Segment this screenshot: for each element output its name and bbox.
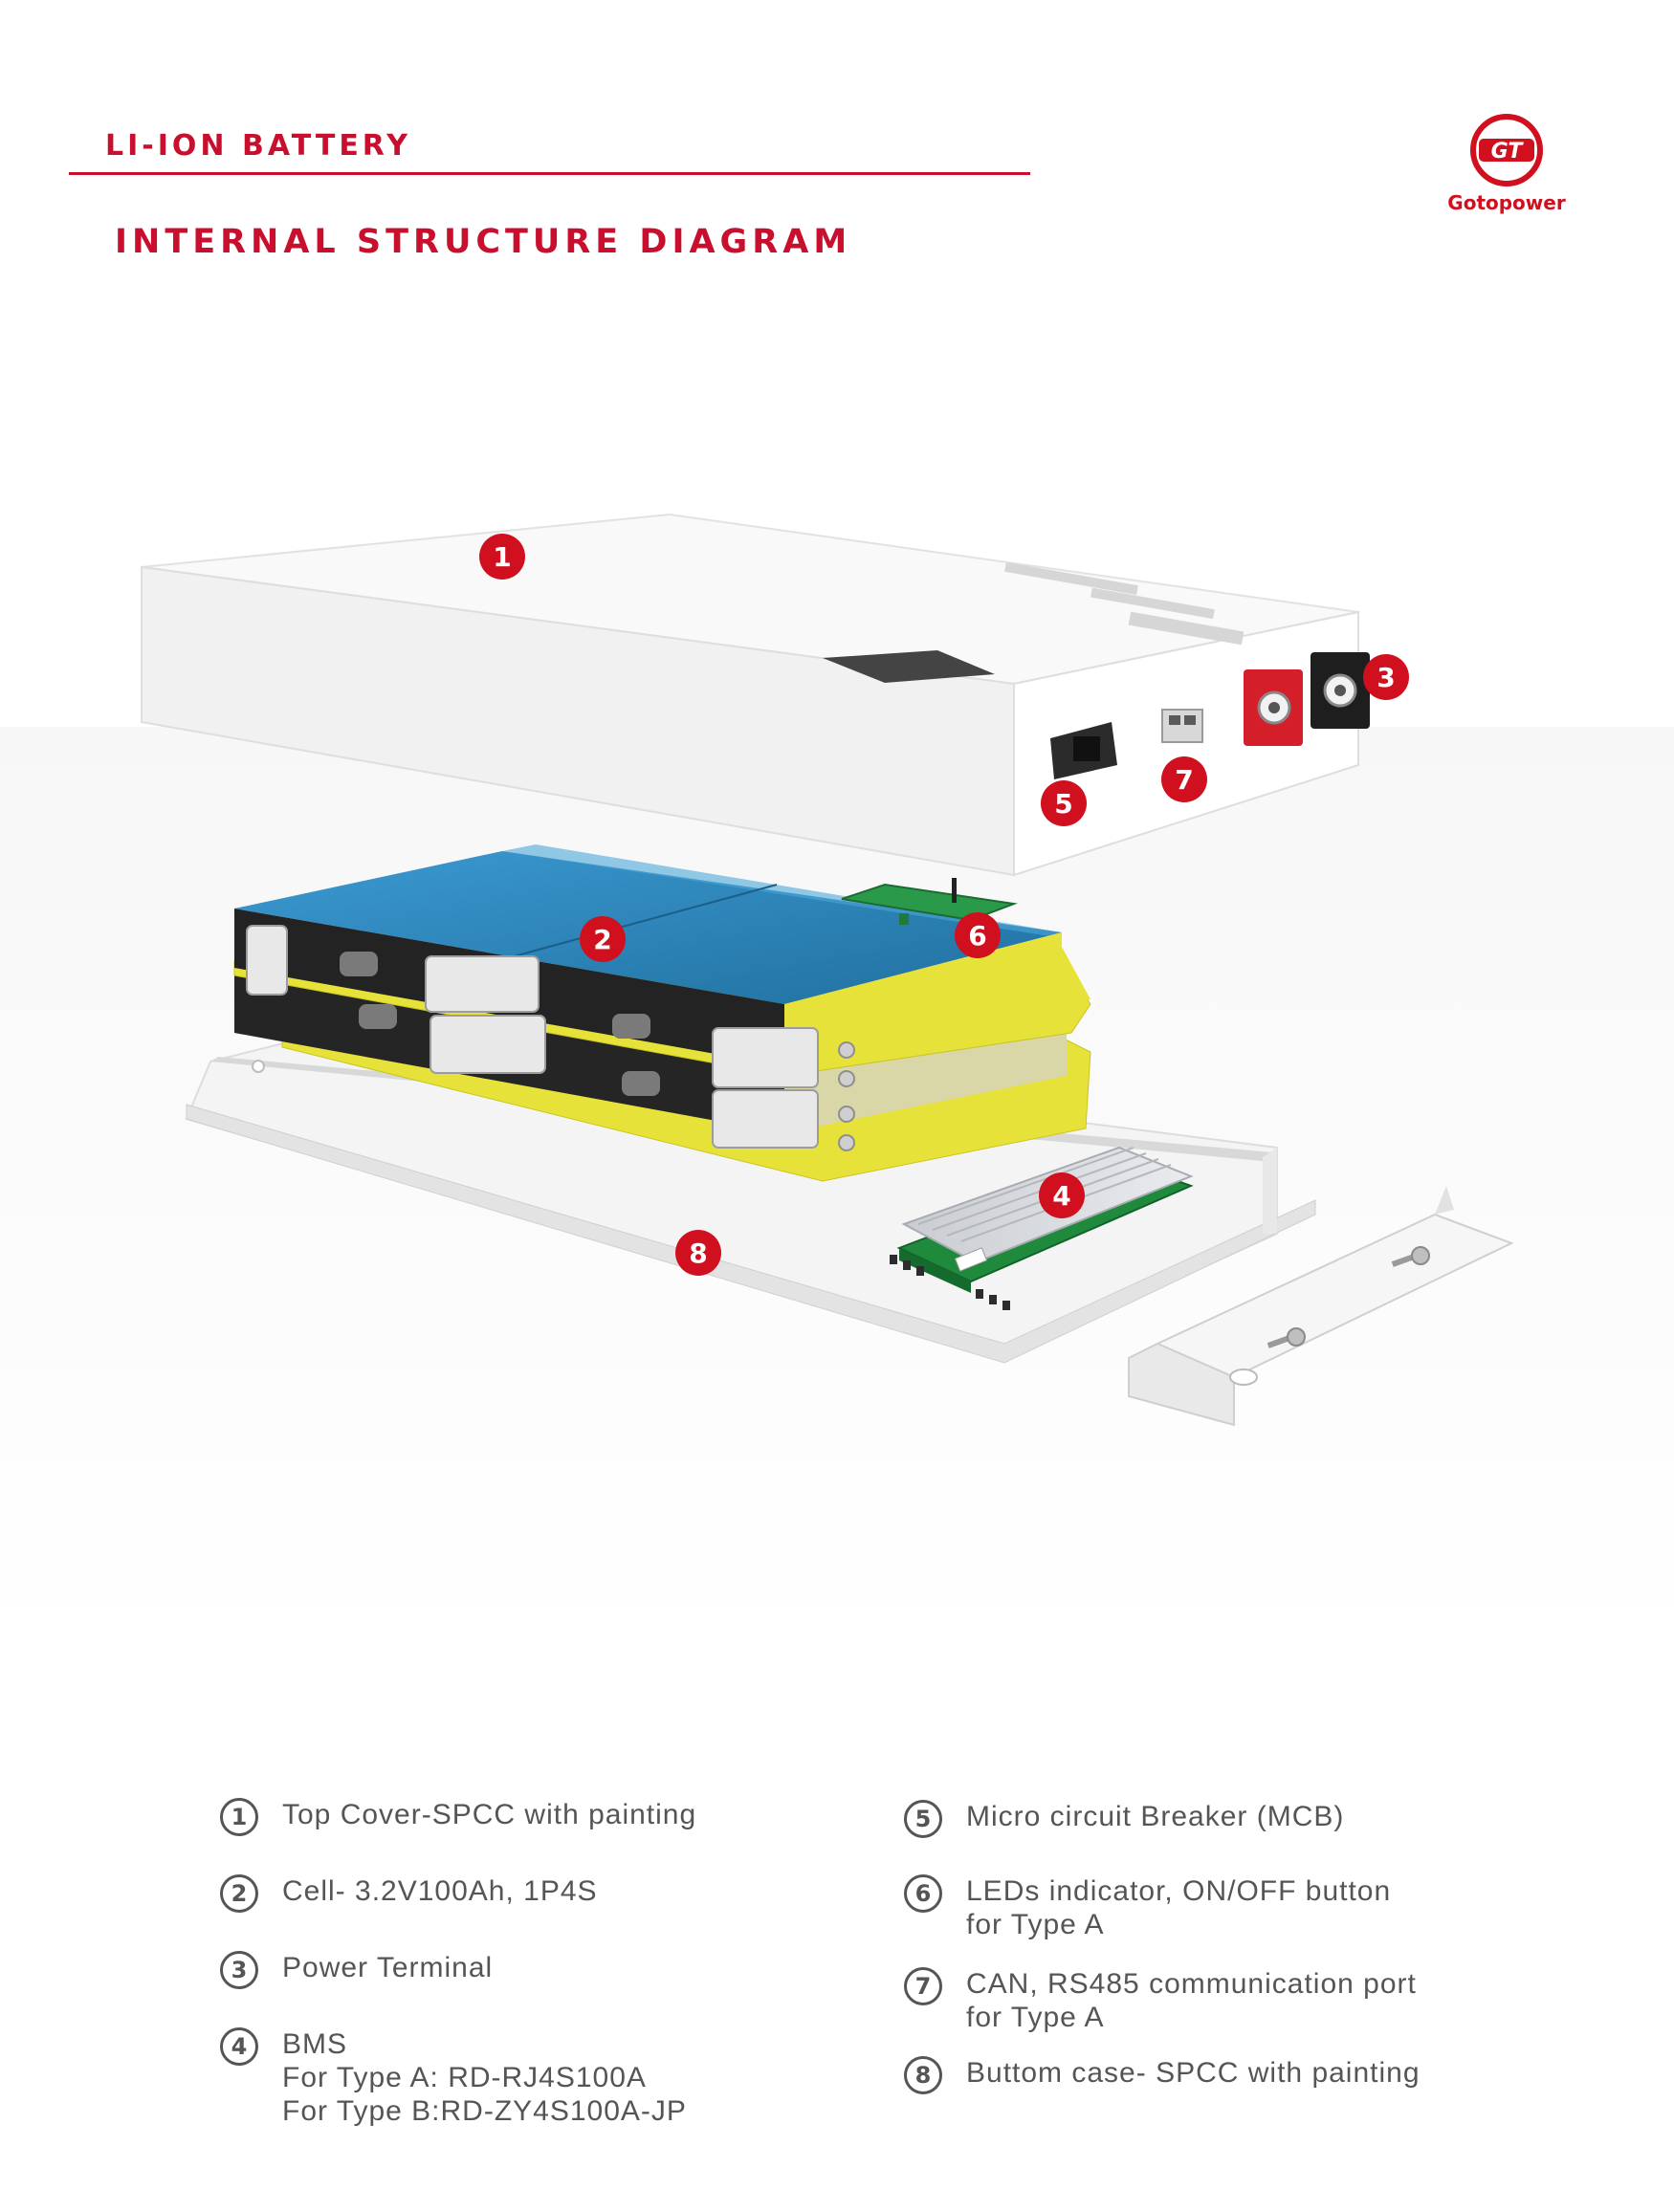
legend-number: 5 [904,1800,942,1838]
legend-number: 2 [220,1874,258,1913]
svg-text:4: 4 [1052,1180,1070,1212]
legend-text: Buttom case- SPCC with painting [966,2056,1421,2090]
svg-text:7: 7 [1175,764,1193,796]
legend-item-4: 4 BMS For Type A: RD-RJ4S100A For Type B… [220,2027,687,2128]
legend-line: BMS [282,2028,348,2060]
legend-line: for Type A [966,2002,1105,2033]
comm-port [1161,709,1203,743]
legend-line: Micro circuit Breaker (MCB) [966,1801,1345,1832]
legend-line: For Type A: RD-RJ4S100A [282,2062,647,2093]
brand-logo: GT Gotopower [1435,113,1578,228]
screw-icon [1391,1246,1430,1267]
legend-item-6: 6 LEDs indicator, ON/OFF button for Type… [904,1874,1391,1941]
legend-text: LEDs indicator, ON/OFF button for Type A [966,1874,1391,1941]
marker-8: 8 [675,1230,721,1276]
legend-number: 7 [904,1967,942,2005]
legend-item-2: 2 Cell- 3.2V100Ah, 1P4S [220,1874,598,1913]
legend-item-7: 7 CAN, RS485 communication port for Type… [904,1967,1417,2034]
legend-line: Power Terminal [282,1952,494,1983]
legend-line: For Type B:RD-ZY4S100A-JP [282,2095,687,2127]
marker-5: 5 [1041,780,1087,826]
logo-name: Gotopower [1447,191,1566,214]
legend-text: CAN, RS485 communication port for Type A [966,1967,1417,2034]
legend-line: LEDs indicator, ON/OFF button [966,1875,1392,1907]
header-rule [69,172,1030,175]
legend-item-1: 1 Top Cover-SPCC with painting [220,1798,696,1836]
legend-number: 6 [904,1874,942,1913]
header-title: LI-ION BATTERY [105,129,411,163]
mcb-breaker [1050,722,1117,779]
legend-number: 8 [904,2056,942,2094]
exploded-battery-diagram: 1 2 3 4 5 6 7 8 [0,287,1674,1645]
legend-line: for Type A [966,1909,1105,1940]
legend-item-8: 8 Buttom case- SPCC with painting [904,2056,1421,2094]
legend-text: Cell- 3.2V100Ah, 1P4S [282,1874,598,1908]
power-terminals [1244,652,1370,746]
top-cover [141,513,1370,877]
mounting-bracket [1128,1186,1514,1427]
svg-text:5: 5 [1054,788,1072,820]
marker-1: 1 [479,534,525,580]
svg-text:6: 6 [968,920,986,952]
svg-text:1: 1 [493,541,511,573]
legend-line: CAN, RS485 communication port [966,1968,1417,2000]
legend-text: Power Terminal [282,1951,493,1984]
legend-item-5: 5 Micro circuit Breaker (MCB) [904,1800,1344,1838]
legend-line: Buttom case- SPCC with painting [966,2057,1421,2089]
logo-emblem-icon: GT [1470,114,1543,186]
legend-text: Micro circuit Breaker (MCB) [966,1800,1344,1833]
legend-text: Top Cover-SPCC with painting [282,1798,696,1831]
legend-item-3: 3 Power Terminal [220,1951,493,1989]
legend-text: BMS For Type A: RD-RJ4S100A For Type B:R… [282,2027,687,2128]
legend-number: 4 [220,2027,258,2066]
logo-glyph: GT [1491,140,1525,164]
led-board [841,878,1018,925]
legend: 1 Top Cover-SPCC with painting 2 Cell- 3… [0,1779,1674,2161]
svg-text:8: 8 [689,1237,707,1269]
battery-illustration: 1 2 3 4 5 6 7 8 [0,513,1674,1645]
legend-number: 3 [220,1951,258,1989]
legend-line: Cell- 3.2V100Ah, 1P4S [282,1875,598,1907]
marker-4: 4 [1039,1172,1085,1218]
marker-6: 6 [955,912,1001,958]
marker-2: 2 [580,916,626,962]
legend-number: 1 [220,1798,258,1836]
screw-icon [1267,1327,1306,1348]
svg-text:2: 2 [593,924,611,955]
cell-stack [233,844,1091,1182]
svg-text:3: 3 [1377,662,1395,693]
diagram-title: INTERNAL STRUCTURE DIAGRAM [115,223,852,261]
legend-line: Top Cover-SPCC with painting [282,1799,697,1830]
marker-3: 3 [1363,654,1409,700]
marker-7: 7 [1161,756,1207,802]
